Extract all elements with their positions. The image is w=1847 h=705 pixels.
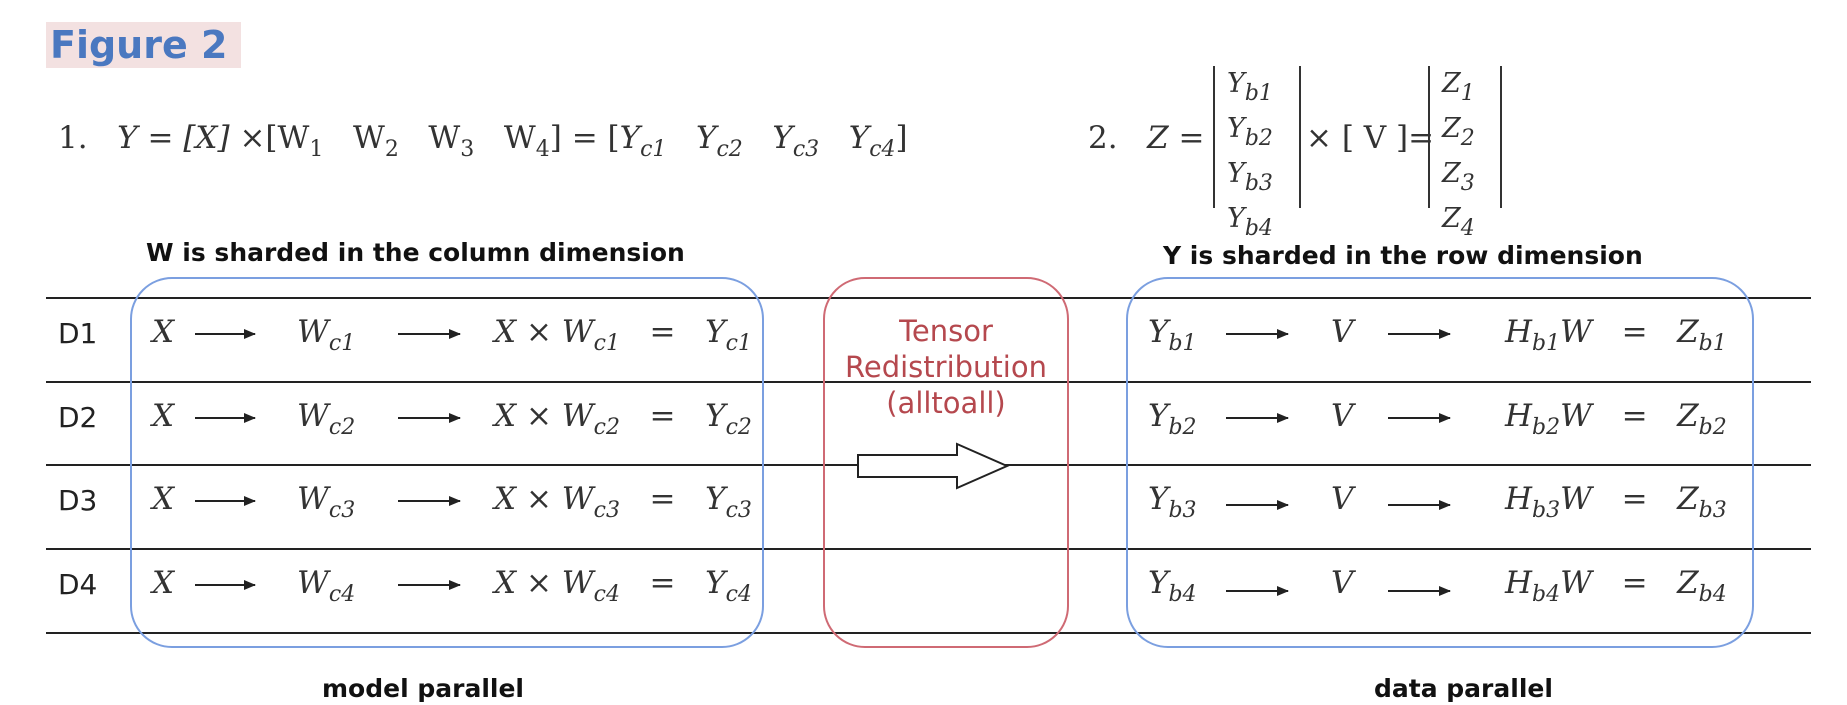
- eq1-times: ×: [239, 120, 266, 156]
- eq2-z1-sub: 1: [1460, 81, 1475, 106]
- eq1-equals-2: =: [571, 120, 598, 156]
- eq2-yb3: Y: [1227, 158, 1245, 189]
- row-divider: [46, 632, 1811, 634]
- eq2-z2: Z: [1442, 113, 1461, 144]
- eq1-x: [X]: [183, 120, 230, 156]
- model-parallel-group: [130, 277, 764, 648]
- row-3-x: X: [152, 481, 175, 517]
- eq2-yb4: Y: [1227, 203, 1245, 234]
- eq1-yc1-sub: c1: [640, 137, 667, 162]
- data-parallel-header: Y is sharded in the row dimension: [1163, 241, 1643, 270]
- eq2-z2-sub: 2: [1460, 126, 1475, 151]
- eq1-yc2: Y: [696, 120, 717, 156]
- row-1-w: Wc1: [297, 314, 356, 356]
- eq2-yb4-sub: b4: [1244, 216, 1273, 241]
- row-3-w: Wc3: [297, 481, 356, 523]
- eq1-close: ]: [549, 120, 562, 156]
- equation-1-number: 1.: [58, 120, 88, 156]
- redistribution-label: Tensor Redistribution (alltoall): [823, 313, 1069, 421]
- row-divider: [46, 548, 1811, 550]
- eq2-yb1-sub: b1: [1244, 81, 1273, 106]
- row-1-x: X: [152, 314, 175, 350]
- eq2-z3: Z: [1442, 158, 1461, 189]
- eq2-equals: =: [1178, 120, 1205, 156]
- eq1-lhs: Y: [117, 120, 138, 156]
- row-2-w: Wc2: [297, 398, 356, 440]
- eq1-equals: =: [147, 120, 174, 156]
- eq2-yb2-sub: b2: [1244, 126, 1273, 151]
- device-label-d1: D1: [58, 317, 98, 350]
- eq1-yc4: Y: [848, 120, 870, 156]
- eq1-yc3-sub: c3: [792, 137, 820, 162]
- row-divider: [46, 297, 1811, 299]
- equation-2-number: 2.: [1088, 120, 1118, 156]
- tensor-redistribution-group: [823, 277, 1069, 648]
- eq2-y-matrix: Yb1 Yb2 Yb3 Yb4: [1213, 66, 1301, 241]
- row-4-w: Wc4: [297, 565, 356, 607]
- eq2-v: [ V ]: [1341, 120, 1409, 156]
- row-2-v: V: [1331, 398, 1354, 434]
- eq1-close-2: ]: [895, 120, 908, 156]
- row-1-hw: Hb1W = Zb1: [1505, 314, 1727, 356]
- eq2-lhs: Z: [1147, 120, 1169, 156]
- row-1-v: V: [1331, 314, 1354, 350]
- eq1-w1-sub: 1: [309, 137, 324, 162]
- figure-title: Figure 2: [46, 22, 242, 68]
- row-divider: [46, 381, 1811, 383]
- row-4-hw: Hb4W = Zb4: [1505, 565, 1727, 607]
- eq2-yb3-sub: b3: [1244, 171, 1273, 196]
- eq2-z4-sub: 4: [1460, 216, 1475, 241]
- redistribution-arrow-icon: [857, 442, 1010, 490]
- eq1-open: [: [265, 120, 278, 156]
- row-2-product: X × Wc2 = Yc2: [494, 398, 752, 440]
- device-label-d3: D3: [58, 484, 98, 517]
- eq1-w4-sub: 4: [535, 137, 550, 162]
- eq2-z1: Z: [1442, 68, 1461, 99]
- row-3-v: V: [1331, 481, 1354, 517]
- eq1-w1: W: [277, 120, 310, 156]
- row-3-product: X × Wc3 = Yc3: [494, 481, 752, 523]
- row-1-product: X × Wc1 = Yc1: [494, 314, 752, 356]
- device-label-d4: D4: [58, 568, 98, 601]
- redistribution-line-3: (alltoall): [886, 386, 1006, 420]
- row-1-yb: Yb1: [1148, 314, 1197, 356]
- eq2-times: ×: [1306, 120, 1332, 156]
- eq1-open-2: [: [607, 120, 620, 156]
- row-4-v: V: [1331, 565, 1354, 601]
- row-4-x: X: [152, 565, 175, 601]
- eq1-w3: W: [428, 120, 461, 156]
- row-2-yb: Yb2: [1148, 398, 1197, 440]
- eq1-yc2-sub: c2: [716, 137, 743, 162]
- redistribution-line-1: Tensor: [899, 314, 993, 348]
- row-4-product: X × Wc4 = Yc4: [494, 565, 752, 607]
- eq1-w3-sub: 3: [460, 137, 475, 162]
- data-parallel-group: [1126, 277, 1754, 648]
- eq2-z4: Z: [1442, 203, 1461, 234]
- row-3-yb: Yb3: [1148, 481, 1197, 523]
- model-parallel-header: W is sharded in the column dimension: [146, 238, 685, 267]
- eq1-yc4-sub: c4: [869, 137, 896, 162]
- eq1-w4: W: [503, 120, 536, 156]
- model-parallel-footer: model parallel: [322, 674, 524, 703]
- equation-1: 1. Y = [X] ×[W1 W2 W3 W4] = [Yc1 Yc2 Yc3…: [58, 120, 908, 168]
- eq1-w2-sub: 2: [384, 137, 399, 162]
- eq1-w2: W: [352, 120, 385, 156]
- row-2-hw: Hb2W = Zb2: [1505, 398, 1727, 440]
- eq2-middle: × [ V ]=: [1306, 120, 1434, 156]
- eq2-yb2: Y: [1227, 113, 1245, 144]
- redistribution-line-2: Redistribution: [845, 350, 1047, 384]
- device-label-d2: D2: [58, 401, 98, 434]
- row-4-yb: Yb4: [1148, 565, 1197, 607]
- data-parallel-footer: data parallel: [1374, 674, 1553, 703]
- eq2-yb1: Y: [1227, 68, 1245, 99]
- eq1-yc1: Y: [619, 120, 641, 156]
- eq1-yc3: Y: [772, 120, 793, 156]
- row-3-hw: Hb3W = Zb3: [1505, 481, 1727, 523]
- row-2-x: X: [152, 398, 175, 434]
- eq2-z-matrix: Z1 Z2 Z3 Z4: [1428, 66, 1502, 241]
- eq2-z3-sub: 3: [1460, 171, 1475, 196]
- equation-2-lhs: 2. Z =: [1088, 120, 1205, 156]
